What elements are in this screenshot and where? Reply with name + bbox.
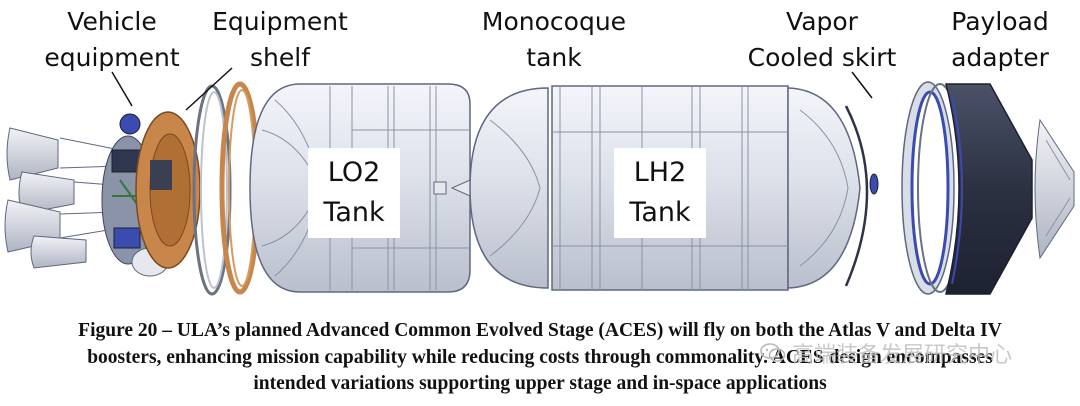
figure-caption: Figure 20 – ULA’s planned Advanced Commo…	[0, 318, 1080, 398]
equipment-shelf-line2: shelf	[250, 43, 310, 72]
leader-lines	[111, 67, 873, 111]
monocoque-tank-label: Monocoque tank	[462, 4, 646, 76]
lh2-tank-label: LH2 Tank	[614, 148, 706, 238]
nose-cone	[1034, 118, 1075, 260]
equipment-shelf-line1: Equipment	[212, 7, 348, 36]
vapor-cooled-skirt-label: Vapor Cooled skirt	[728, 4, 916, 76]
monocoque-tank-line1: Monocoque	[481, 7, 627, 36]
equipment-shelf-label: Equipment shelf	[190, 4, 370, 76]
wechat-icon	[760, 343, 786, 362]
vapor-cooled-skirt-line1: Vapor	[786, 7, 858, 36]
caption-line-3: intended variations supporting upper sta…	[253, 373, 827, 394]
watermark-text: 高端装备发展研究中心	[792, 343, 1013, 368]
vehicle-equipment-line1: Vehicle	[67, 7, 157, 36]
engine-nozzles	[4, 127, 127, 269]
separation-rings	[192, 81, 261, 296]
vapor-cooled-skirt	[844, 105, 879, 287]
vehicle-equipment-label: Vehicle equipment	[28, 4, 196, 76]
lh2-tank-line1: LH2	[633, 157, 687, 188]
leader-vapor-skirt	[851, 71, 873, 99]
leader-equipment-shelf	[185, 67, 233, 111]
caption-line-1: Figure 20 – ULA’s planned Advanced Commo…	[78, 320, 1002, 341]
lo2-tank-line1: LO2	[327, 157, 381, 188]
lh2-tank-line2: Tank	[629, 197, 691, 228]
equipment-shelf-disc	[135, 111, 201, 269]
payload-adapter-cone	[945, 83, 1033, 295]
lo2-tank-line2: Tank	[323, 197, 385, 228]
caption-line-2: boosters, enhancing mission capability w…	[87, 346, 993, 368]
lo2-tank-label: LO2 Tank	[308, 148, 400, 238]
watermark: 高端装备发展研究中心	[760, 338, 1060, 368]
payload-adapter-label: Payload adapter	[930, 4, 1070, 76]
vapor-cooled-skirt-line2: Cooled skirt	[747, 43, 897, 72]
monocoque-tank-line2: tank	[526, 43, 582, 72]
vehicle-equipment-line2: equipment	[44, 43, 180, 72]
payload-adapter-rings	[901, 81, 963, 295]
payload-adapter-line1: Payload	[951, 7, 1049, 36]
leader-vehicle-equipment	[111, 71, 133, 107]
payload-adapter-line2: adapter	[951, 43, 1049, 72]
